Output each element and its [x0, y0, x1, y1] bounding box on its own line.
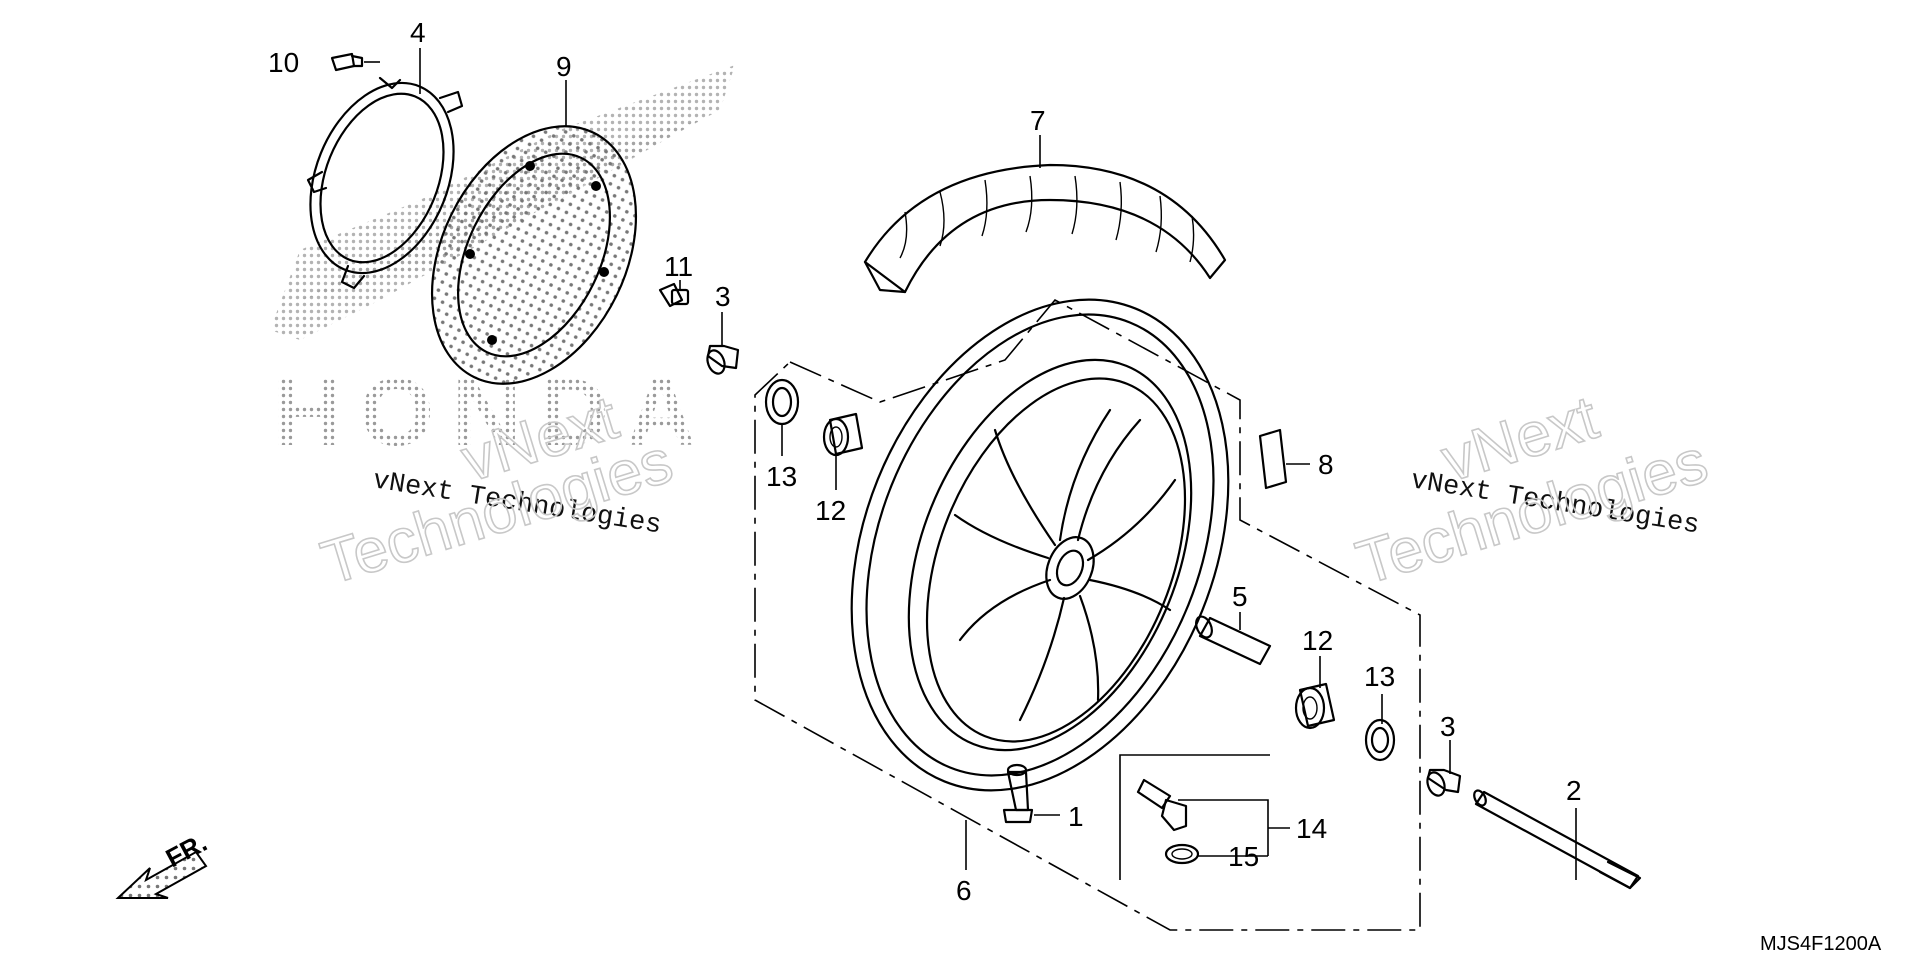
callout-7: 7 — [1030, 105, 1046, 136]
callout-4: 4 — [410, 17, 426, 48]
valve-group-bracket — [1119, 754, 1270, 880]
part-13-seal-right — [1364, 718, 1396, 762]
part-15-o-ring — [1164, 843, 1200, 865]
callout-3-right: 3 — [1440, 711, 1456, 742]
diagram-code: MJS4F1200A — [1760, 933, 1882, 955]
part-13-seal-left — [764, 378, 800, 426]
part-2-axle — [1473, 789, 1642, 890]
callout-13-left: 13 — [766, 461, 797, 492]
part-14-angled-valve — [1136, 778, 1188, 832]
part-8-label — [1258, 428, 1288, 490]
callout-10: 10 — [268, 47, 299, 78]
part-3-collar-right — [1426, 768, 1462, 797]
watermark-right: vNext Technologies vNext Technologies — [1348, 382, 1716, 599]
part-6-wheel — [850, 298, 1230, 792]
front-direction-arrow: FR. — [115, 827, 212, 899]
part-3-collar-left — [706, 344, 740, 375]
callout-6: 6 — [956, 875, 972, 906]
callout-13-right: 13 — [1364, 661, 1395, 692]
callout-1: 1 — [1068, 801, 1084, 832]
callout-numbers: 10 4 9 7 11 3 13 12 8 5 12 13 3 2 1 14 1… — [268, 17, 1582, 906]
callout-14: 14 — [1296, 813, 1327, 844]
callout-15: 15 — [1228, 841, 1259, 872]
part-1-valve — [1002, 763, 1034, 824]
part-5-distance-collar — [1195, 615, 1272, 666]
callout-8: 8 — [1318, 449, 1334, 480]
assembly-boundary — [754, 298, 1421, 931]
part-7-tire — [863, 163, 1227, 294]
leader-lines — [364, 48, 1577, 880]
callout-12-right: 12 — [1302, 625, 1333, 656]
callout-11: 11 — [664, 251, 693, 282]
callout-12-left: 12 — [815, 495, 846, 526]
part-12-bearing-right — [1294, 682, 1336, 730]
part-10-bolt — [330, 52, 364, 72]
callout-3-left: 3 — [715, 281, 731, 312]
part-12-bearing-left — [822, 412, 864, 457]
part-4-pulser-ring — [306, 76, 464, 290]
callout-5: 5 — [1232, 581, 1248, 612]
callout-2: 2 — [1566, 775, 1582, 806]
part-9-brake-disc — [430, 125, 638, 385]
part-11-bolt — [658, 282, 690, 308]
callout-9: 9 — [556, 51, 572, 82]
